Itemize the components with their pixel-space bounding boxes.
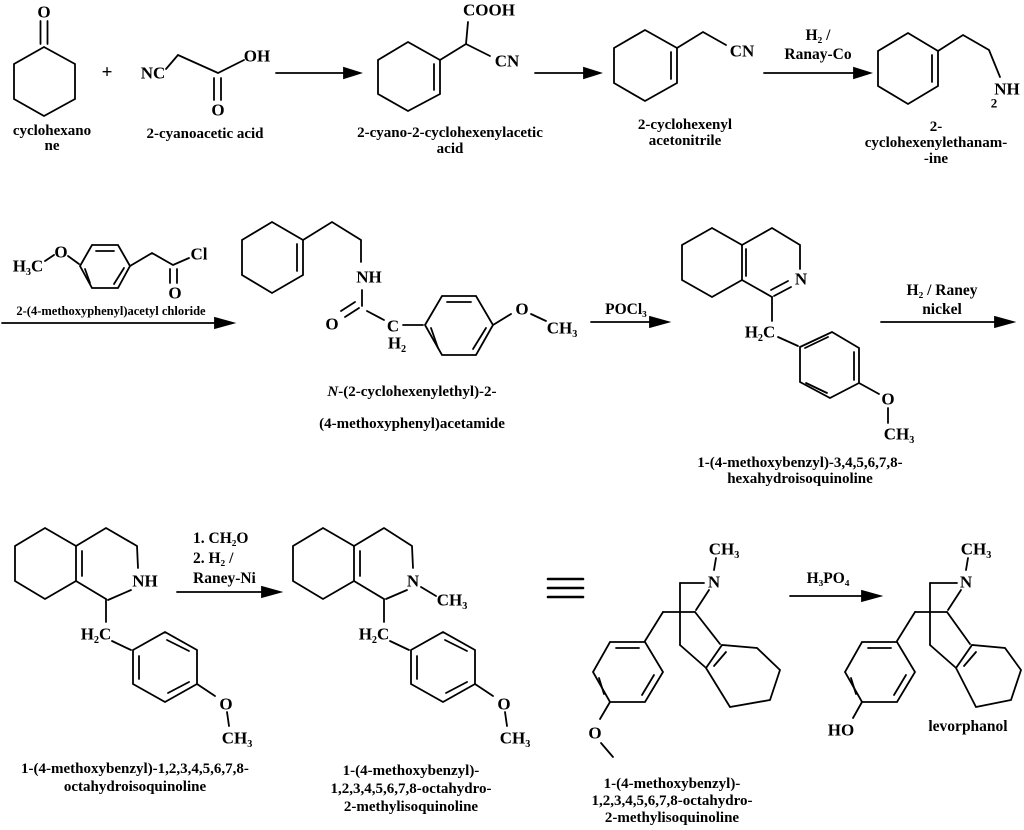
hydroxyl-oh-label: OH (243, 46, 271, 66)
imine-nitrogen-label: N (794, 269, 808, 289)
cn-label-nitrile: CN (729, 41, 755, 61)
hexahydroisoquinoline-name: 1-(4-methoxybenzyl)-3,4,5,6,7,8- hexahyd… (697, 455, 903, 487)
plus-operator: + (101, 62, 113, 83)
cyclohexanone-structure (13, 20, 76, 118)
carbonyl-oxygen-label: O (211, 100, 225, 120)
octahydroisoquinoline-name: 1-(4-methoxybenzyl)-1,2,3,4,5,6,7,8- oct… (21, 761, 249, 795)
arrow-step3 (763, 66, 874, 80)
nitrile-nc-label: NC (140, 63, 166, 83)
equivalence-sign (546, 577, 585, 599)
reagent-h3po4: H₃PO₄ (806, 570, 850, 587)
reagent-h2-ranay-co: H₂ / Ranay-Co (784, 27, 852, 63)
arrow-step1 (275, 66, 364, 80)
altview-ether-oxygen: O (588, 723, 602, 743)
levorphanol-structure (843, 557, 1023, 719)
amine-nh-label: NH (994, 79, 1020, 99)
octahydro-ether-oxygen: O (219, 694, 233, 714)
carbonyl-oxygen-chloride: O (168, 283, 182, 303)
arrow-step7 (176, 585, 284, 599)
chlorine-label: Cl (190, 244, 208, 264)
cyano-cyclohexenylacetic-acid-structure (377, 21, 491, 113)
hexahydro-h2c-label: H₂C (744, 322, 776, 342)
cn-label-acid: CN (494, 51, 520, 71)
altview-nch3-label: CH₃ (708, 539, 740, 559)
reagent-h2-raney-nickel: H₂ / Raney nickel (906, 282, 978, 318)
arrow-step4 (1, 316, 237, 330)
acetamide-name-line1: N-(2-cyclohexenylethyl)-2- (292, 384, 532, 400)
hexahydro-och3-label: CH₃ (883, 424, 915, 444)
arrow-step2 (534, 66, 604, 80)
cyclohexenyl-acetonitrile-name: 2-cyclohexenyl acetonitrile (637, 117, 733, 149)
cyclohexenylethanamine-name: 2- cyclohexenylethanam- -ine (864, 119, 1008, 167)
ether-oxygen-chloride: O (54, 242, 68, 262)
amide-ether-oxygen: O (515, 299, 529, 319)
cyclohexenylethanamine-structure (877, 31, 1001, 106)
acetamide-name-n-italic: N (327, 384, 339, 400)
reagent-ch2o-h2-raney-ni: 1. CH₂O 2. H₂ / Raney-Ni (193, 530, 256, 587)
methylisoquinoline-name: 1-(4-methoxybenzyl)- 1,2,3,4,5,6,7,8-oct… (330, 763, 492, 815)
hexahydro-ether-oxygen: O (881, 389, 895, 409)
amide-carbonyl-oxygen: O (325, 314, 339, 334)
acetamide-name: N-(2-cyclohexenylethyl)-2- (4-methoxyphe… (292, 368, 532, 448)
acetamide-name-line2: (4-methoxyphenyl)acetamide (319, 416, 505, 432)
nmethyl-h2c-label: H₂C (358, 624, 390, 644)
levorphanol-nitrogen-label: N (959, 572, 973, 592)
altview-nitrogen-label: N (707, 572, 721, 592)
cooh-label: COOH (463, 0, 515, 20)
octahydroisoquinoline-structure (14, 526, 230, 727)
h3c-label: H₃C (12, 256, 44, 276)
arrow-step6 (880, 315, 1017, 329)
arrow-step8 (789, 589, 884, 603)
methoxyphenylacetyl-chloride-structure (44, 244, 190, 289)
amine-subscript-2: 2 (990, 95, 998, 111)
octahydro-nh-label: NH (132, 571, 158, 591)
levorphanol-nch3-label: CH₃ (960, 539, 992, 559)
amide-methylene-h2: H₂ (387, 333, 407, 353)
methylisoquinoline-alt-view-name: 1-(4-methoxybenzyl)- 1,2,3,4,5,6,7,8-oct… (591, 776, 753, 826)
acetamide-structure (241, 220, 547, 356)
octahydro-och3-label: CH₃ (221, 728, 253, 748)
cyanoacetic-acid-structure (165, 53, 245, 101)
nmethyl-och3-label: CH₃ (499, 728, 531, 748)
hexahydroisoquinoline-structure (681, 226, 889, 424)
acetamide-name-line1-rest: -(2-cyclohexenylethyl)-2- (338, 384, 497, 400)
arrow-step5 (590, 315, 672, 329)
cyanoacetic-acid-name: 2-cyanoacetic acid (146, 126, 264, 142)
nmethyl-nitrogen-label: N (406, 571, 420, 591)
amide-methylene-c: C (386, 316, 400, 336)
methylisoquinoline-alt-view-structure (591, 557, 782, 758)
cyclohexanone-name: cyclohexano ne (12, 123, 92, 154)
methoxyphenylacetyl-chloride-name: 2-(4-methoxyphenyl)acetyl chloride (16, 304, 206, 318)
nmethyl-ether-oxygen: O (497, 694, 511, 714)
levorphanol-ho-label: HO (827, 720, 855, 740)
amide-och3-label: CH₃ (546, 318, 578, 338)
amide-nh-label: NH (356, 267, 382, 287)
cyclohexenyl-acetonitrile-structure (613, 28, 727, 103)
levorphanol-name: levorphanol (928, 718, 1008, 735)
cyano-cyclohexenylacetic-acid-name: 2-cyano-2-cyclohexenylacetic acid (357, 125, 543, 157)
methylisoquinoline-structure (292, 526, 508, 727)
ketone-oxygen-label: O (37, 2, 51, 22)
reagent-pocl3: POCl₃ (605, 301, 647, 318)
octahydro-h2c-label: H₂C (80, 624, 112, 644)
nmethyl-ch3-label: CH₃ (436, 590, 468, 610)
